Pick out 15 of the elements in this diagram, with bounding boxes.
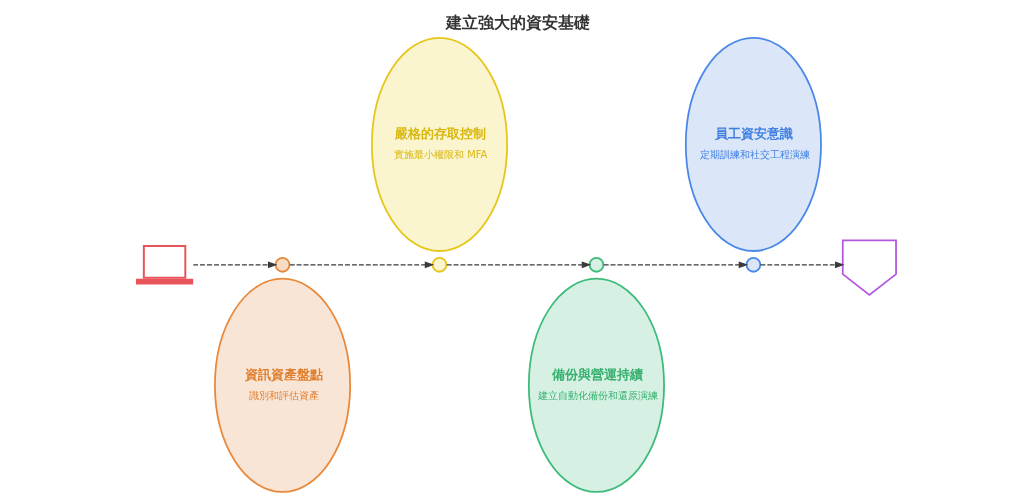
node-circle xyxy=(431,257,448,273)
node-ellipse: 資訊資產盤點 識別和評估資產 xyxy=(214,277,352,493)
node-circle xyxy=(745,257,762,273)
arrow xyxy=(759,261,845,269)
arrow xyxy=(446,261,592,269)
arrow xyxy=(289,261,435,269)
node-shield xyxy=(841,239,897,297)
node-ellipse: 備份與營運持續 建立自動化備份和還原演練 xyxy=(527,277,665,493)
node-circle xyxy=(588,257,605,273)
arrow xyxy=(603,261,749,269)
arrow xyxy=(192,261,278,269)
node-circle xyxy=(274,257,291,273)
diagram-title: 建立強大的資安基礎 xyxy=(445,12,590,32)
node-ellipse: 員工資安意識 定期訓練和社交工程演練 xyxy=(684,36,822,252)
node-ellipse: 嚴格的存取控制 實施最小權限和 MFA xyxy=(371,36,508,252)
